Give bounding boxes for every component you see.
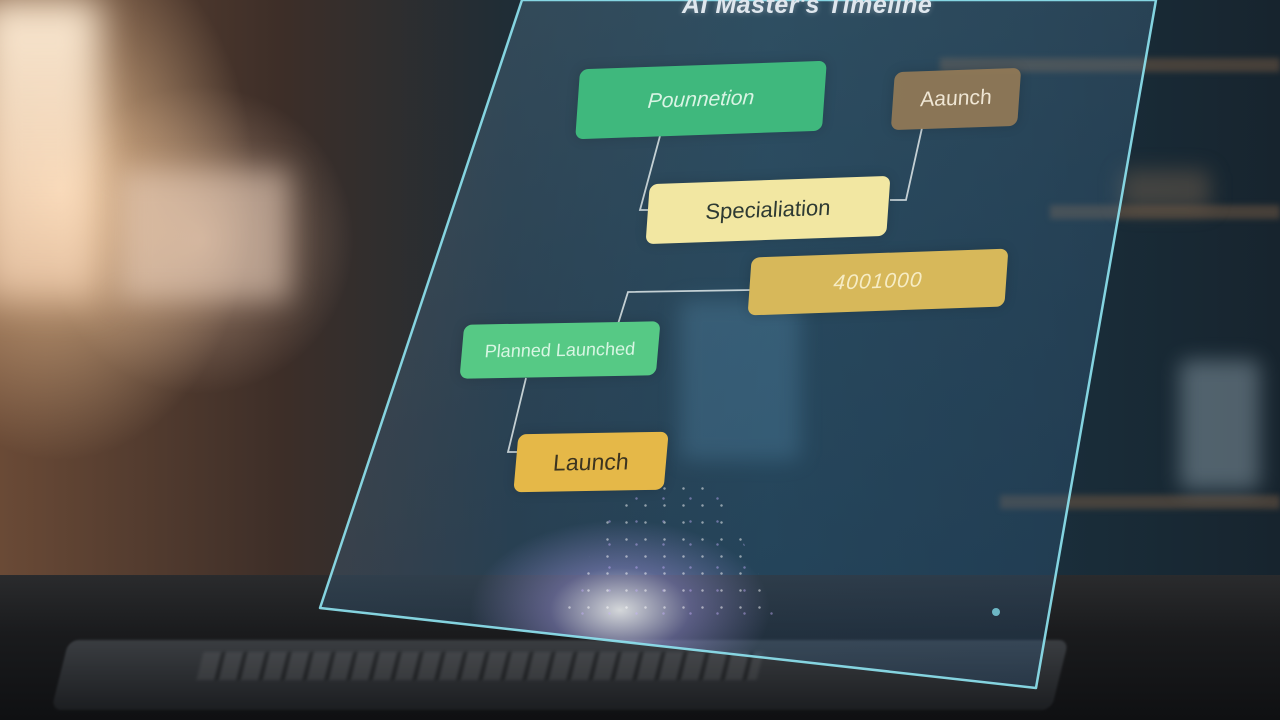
timeline-node-foundation: Pounnetion [575, 60, 827, 140]
timeline-node-planned: Planned Launched [459, 321, 661, 379]
window-light-secondary [120, 170, 290, 300]
timeline-node-launch-top: Aaunch [890, 67, 1022, 131]
shelf-object [1180, 360, 1260, 490]
glass-dot [992, 608, 1000, 616]
connector-launch-specialization [890, 127, 923, 201]
timeline-node-number: 4001000 [747, 248, 1009, 316]
panel-title: AI Master's Timeline [682, 0, 933, 19]
connector-number-planned [617, 289, 753, 325]
timeline-node-specialization: Specialiation [645, 175, 891, 245]
window-light [0, 0, 100, 300]
timeline-node-launch: Launch [513, 431, 669, 493]
shelf-object [1120, 170, 1210, 210]
